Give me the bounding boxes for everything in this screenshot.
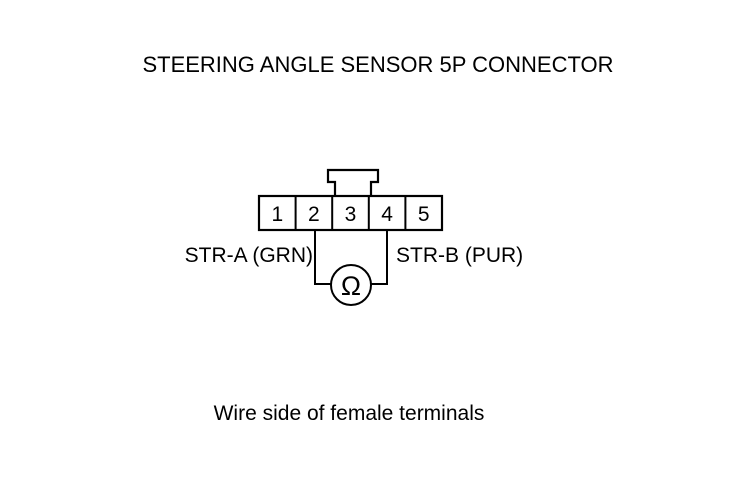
wire-label-str-b: STR-B (PUR) — [396, 244, 523, 267]
probe-lead-right — [371, 230, 388, 285]
terminal-3-label: 3 — [345, 203, 357, 226]
connector-lock-tab — [326, 168, 380, 196]
terminal-2-label: 2 — [308, 203, 320, 226]
wire-label-str-a: STR-A (GRN) — [185, 244, 313, 267]
terminal-4-label: 4 — [381, 203, 393, 226]
ohm-icon: Ω — [341, 271, 361, 301]
terminal-1-label: 1 — [271, 203, 283, 226]
diagram-title: STEERING ANGLE SENSOR 5P CONNECTOR — [142, 52, 613, 77]
probe-lead-left — [314, 230, 331, 285]
ohmmeter-circle — [330, 264, 372, 306]
diagram-caption: Wire side of female terminals — [214, 402, 485, 425]
connector-body — [257, 194, 444, 232]
terminal-5-label: 5 — [418, 203, 430, 226]
